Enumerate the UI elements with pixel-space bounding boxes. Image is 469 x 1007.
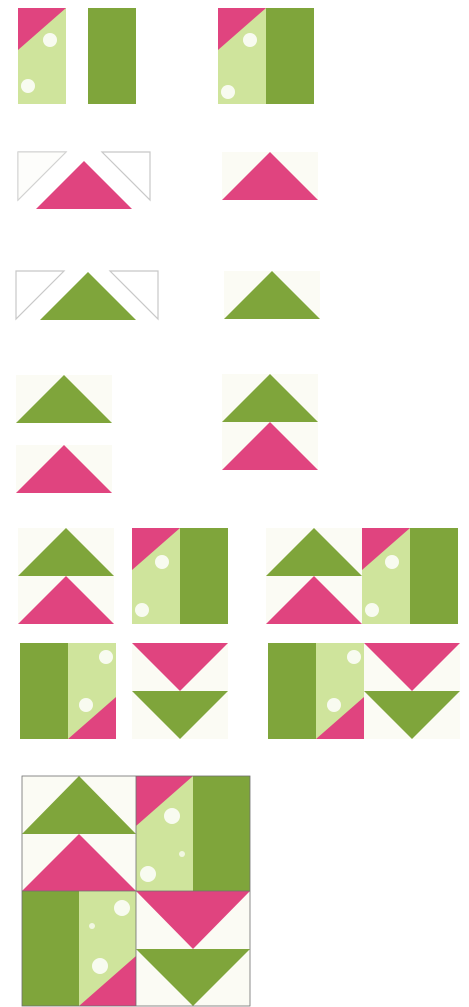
dark-green-strip [88, 8, 136, 104]
green-flying-geese [224, 271, 320, 319]
step-2-pink-flying-geese [18, 152, 318, 209]
stacked-geese [222, 374, 318, 470]
rotated-strip-unit [20, 643, 116, 739]
inverted-geese-unit [132, 643, 228, 739]
bottom-row [268, 643, 460, 739]
finished-block [22, 776, 250, 1006]
strip-unit [132, 528, 228, 624]
green-geese-unit [16, 375, 112, 423]
step-6-bottom-row [20, 643, 460, 739]
pink-flying-geese [222, 152, 318, 200]
step-1-strip-unit [18, 8, 314, 104]
step-7-finished-block [22, 776, 250, 1006]
light-green-strip-with-pink-corner [18, 8, 66, 104]
green-triangle [40, 272, 136, 320]
pink-geese-unit [16, 445, 112, 493]
step-3-green-flying-geese [16, 271, 320, 320]
pieced-rectangle [218, 8, 314, 104]
top-row [266, 528, 458, 624]
step-5-top-row [18, 528, 458, 624]
stacked-geese-unit [18, 528, 114, 624]
step-4-geese-pair [16, 374, 318, 493]
